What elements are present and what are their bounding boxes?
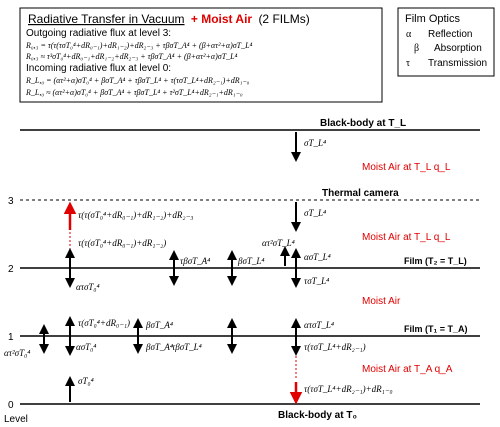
flux-l1-beta-below: βσT_A⁴ (145, 342, 173, 352)
flux-l2-alpha-tau2: ατ²σT_L⁴ (262, 238, 295, 248)
blackbody-bottom-label: Black-body at T₀ (278, 410, 357, 421)
incoming-equation-2: R_L,₀ ≈ (ατ²+α)σT₀⁴ + βσT_A⁴ + τβσT_L⁴ +… (25, 88, 243, 97)
level-axis-label: Level (4, 414, 28, 425)
film1-label: Film (T₁ = T_A) (404, 324, 467, 334)
flux-l1-alpha-right-above: ατσT_L⁴ (304, 320, 334, 330)
flux-l2-tau-below: τσT_L⁴ (304, 276, 329, 286)
incoming-heading: Incoming radiative flux at level 0: (26, 63, 171, 74)
flux-l1-right-below: τ(τσT_L⁴+dR₂₋₁) (304, 342, 366, 352)
flux-l1-tau-beta-below: τβσT_L⁴ (172, 342, 202, 352)
outgoing-equation-2: R₀,₃ ≈ τ³σT₀⁴+dR₀₋₁+dR₁₋₂+dR₂₋₃ + τβσT_A… (25, 52, 238, 61)
optics-symbol-tau: τ (406, 58, 410, 69)
outgoing-equation-1: R₀,₃ = τ(τ(τσT₀⁴+dR₀₋₁)+dR₁₋₂)+dR₂₋₃ + τ… (25, 41, 253, 50)
optics-symbol-beta: β (414, 43, 419, 54)
incoming-equation-1: R_L,₀ = (ατ²+α)σT₀⁴ + βσT_A⁴ + τβσT_L⁴ +… (25, 76, 250, 85)
film2-label: Film (T₂ = T_L) (404, 256, 467, 266)
flux-l1-beta-above: βσT_A⁴ (145, 320, 173, 330)
equations-box (19, 7, 383, 103)
level-1-number: 1 (8, 332, 14, 343)
film-optics-box (397, 7, 495, 77)
film-optics-title: Film Optics (405, 13, 461, 25)
optics-label-absorption: Absorption (434, 43, 482, 54)
moist-air-middle-label: Moist Air (362, 296, 401, 307)
thermal-camera-label: Thermal camera (322, 188, 399, 199)
flux-l1-up-above: τ(σT₀⁴+dR₀₋₁) (78, 318, 130, 328)
outgoing-heading: Outgoing radiative flux at level 3: (26, 28, 171, 39)
flux-top-down: σT_L⁴ (304, 138, 326, 148)
flux-l2-alpha-below: ατσT₀⁴ (76, 282, 100, 292)
flux-l0-up: σT₀⁴ (78, 376, 94, 386)
flux-camera-up: τ(τ(σT₀⁴+dR₀₋₁)+dR₁₋₂)+dR₂₋₃ (78, 210, 193, 220)
optics-symbol-alpha: α (406, 29, 412, 40)
header-title: Radiative Transfer in Vacuum + Moist Air… (28, 12, 310, 26)
flux-l2-beta-above: τβσT_A⁴ (180, 256, 210, 266)
flux-l1-alpha-tau2-left: ατ²σT₀⁴ (4, 348, 30, 358)
optics-label-transmission: Transmission (428, 58, 487, 69)
blackbody-top-label: Black-body at T_L (320, 118, 406, 129)
flux-l2-alpha-right: ασT_L⁴ (304, 252, 331, 262)
moist-air-top-label: Moist Air at T_L q_L (362, 162, 451, 173)
flux-l2-up-above: τ(τ(σT₀⁴+dR₀₋₁)+dR₁₋₂) (78, 238, 166, 248)
flux-l0-down: τ(τσT_L⁴+dR₂₋₁)+dR₁₋₀ (304, 384, 393, 394)
flux-l2-beta-l: βσT_L⁴ (237, 256, 265, 266)
moist-air-camera-label: Moist Air at T_L q_L (362, 232, 451, 243)
moist-air-bottom-label: Moist Air at T_A q_A (362, 364, 453, 375)
level-3-number: 3 (8, 196, 14, 207)
optics-label-reflection: Reflection (428, 29, 472, 40)
flux-camera-down: σT_L⁴ (304, 208, 326, 218)
level-2-number: 2 (8, 264, 14, 275)
level-0-number: 0 (8, 400, 14, 411)
flux-l1-alpha-below: ασT₀⁴ (76, 342, 96, 352)
